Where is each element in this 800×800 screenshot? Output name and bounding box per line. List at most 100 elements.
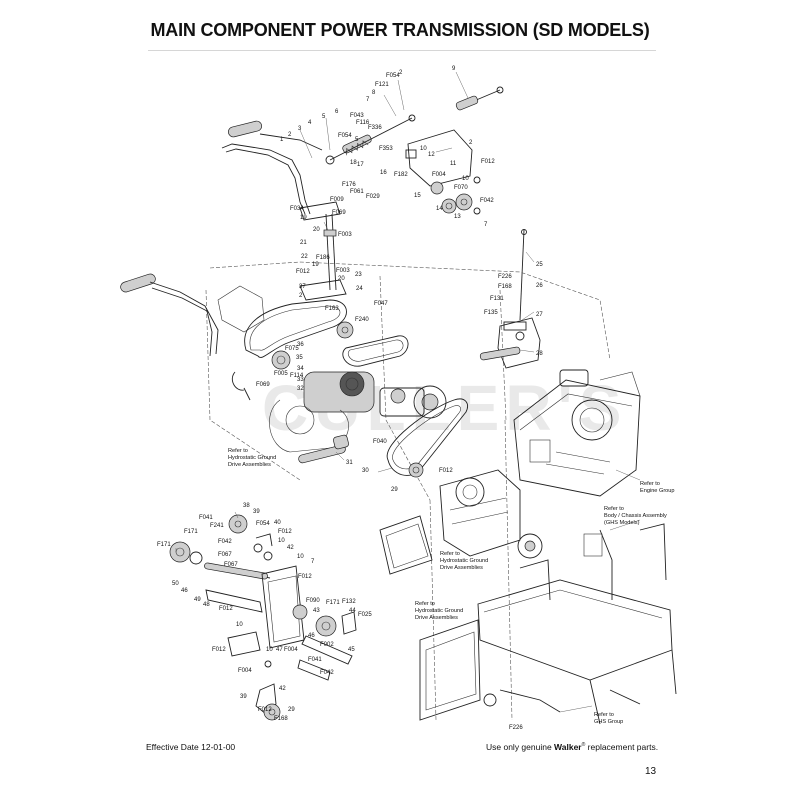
callout: F121 — [375, 82, 389, 88]
callout: F012 — [212, 647, 226, 653]
callout: 19 — [312, 262, 319, 268]
callout: F012 — [298, 574, 312, 580]
callout: 10 — [278, 538, 285, 544]
callout: 2 — [288, 132, 292, 138]
callout: F226 — [498, 274, 512, 280]
callout: F067 — [224, 562, 238, 568]
callout: 49 — [194, 597, 201, 603]
callout: 5 — [355, 137, 359, 143]
callout: F131 — [490, 296, 504, 302]
callout: 12 — [428, 152, 435, 158]
page-title: MAIN COMPONENT POWER TRANSMISSION (SD MO… — [150, 20, 650, 40]
note-hydro-2-line2: Hydrostatic Ground — [440, 558, 488, 564]
callout: 44 — [349, 608, 356, 614]
callout: F061 — [350, 189, 364, 195]
callout: 7 — [366, 97, 370, 103]
callout: F004 — [284, 647, 298, 653]
drive-shaft — [298, 434, 349, 464]
part-callouts: F054 2 F121 8 7 9 6 5 F043 F116 F336 4 3… — [157, 66, 543, 731]
callout: F171 — [326, 600, 340, 606]
callout: F003 — [336, 268, 350, 274]
callout: F043 — [350, 113, 364, 119]
callout: 30 — [362, 468, 369, 474]
lower-left-assembly — [169, 514, 357, 721]
callout: 10 — [297, 554, 304, 560]
callout: 26 — [536, 283, 543, 289]
brand-name: Walker — [554, 742, 582, 752]
note-hydro-1-line2: Hydrostatic Ground — [228, 455, 276, 461]
callout: 36 — [297, 342, 304, 348]
callout: F069 — [332, 210, 346, 216]
genuine-parts-prefix: Use only genuine — [486, 742, 555, 752]
note-body-line1: Refer to — [604, 506, 624, 512]
note-hydro-2-line3: Drive Assemblies — [440, 565, 483, 571]
callout: 2 — [399, 70, 403, 76]
belt-drive — [231, 299, 409, 401]
callout: F040 — [373, 439, 387, 445]
engine — [513, 369, 641, 497]
callout: F054 — [338, 133, 352, 139]
callout: F054 — [386, 73, 400, 79]
callout: 39 — [253, 509, 260, 515]
callout: 35 — [296, 355, 303, 361]
note-hydro-1-line3: Drive Assemblies — [228, 462, 271, 468]
callout: 34 — [297, 366, 304, 372]
title-rule — [148, 50, 656, 51]
callout: 23 — [355, 272, 362, 278]
callout: F009 — [330, 197, 344, 203]
callout: F176 — [342, 182, 356, 188]
callout: 25 — [536, 262, 543, 268]
callout: 48 — [203, 602, 210, 608]
callout: 21 — [300, 240, 307, 246]
callout: F090 — [306, 598, 320, 604]
callout: F163 — [325, 306, 339, 312]
callout: F070 — [454, 185, 468, 191]
callout: F054 — [256, 521, 270, 527]
note-hydro-2-line1: Refer to — [440, 551, 460, 557]
callout: F135 — [484, 310, 498, 316]
callout: 40 — [274, 520, 281, 526]
callout: 47 — [276, 647, 283, 653]
hand-grip — [228, 120, 262, 138]
left-handle-assembly — [120, 273, 265, 357]
callout: F005 — [274, 371, 288, 377]
callout: 29 — [288, 707, 295, 713]
callout: F012 — [439, 468, 453, 474]
callout: 46 — [308, 633, 315, 639]
hydrostatic-unit-2 — [439, 469, 543, 559]
callout: F042 — [480, 198, 494, 204]
hydrostatic-pump — [269, 371, 447, 453]
callout: 19 — [300, 215, 307, 221]
callout: 37 — [299, 284, 306, 290]
callout: F003 — [338, 232, 352, 238]
note-hydro-3-line1: Refer to — [415, 601, 435, 607]
note-hydro-1-line1: Refer to — [228, 448, 248, 454]
callout: 42 — [287, 545, 294, 551]
callout: F171 — [157, 542, 171, 548]
note-hydro-3-line2: Hydrostatic Ground — [415, 608, 463, 614]
callout: 8 — [372, 90, 376, 96]
callout: 13 — [454, 214, 461, 220]
callout: 28 — [536, 351, 543, 357]
note-engine-line2: Engine Group — [640, 488, 675, 494]
callout: 43 — [313, 608, 320, 614]
callout: 15 — [414, 193, 421, 199]
callout: F168 — [498, 284, 512, 290]
callout: 16 — [380, 170, 387, 176]
note-engine-line1: Refer to — [640, 481, 660, 487]
callout: 2 — [299, 293, 303, 299]
callout: F012 — [258, 707, 272, 713]
callout: F029 — [366, 194, 380, 200]
callout: 24 — [356, 286, 363, 292]
callout: 10 — [266, 647, 273, 653]
note-body-line3: (GHS Models) — [604, 520, 640, 526]
note-ghs-line2: GHS Group — [594, 719, 623, 725]
callout: 33 — [297, 377, 304, 383]
callout: 18 — [350, 160, 357, 166]
callout: 17 — [357, 162, 364, 168]
callout: F240 — [355, 317, 369, 323]
callout: F004 — [432, 172, 446, 178]
callout: 6 — [335, 109, 339, 115]
